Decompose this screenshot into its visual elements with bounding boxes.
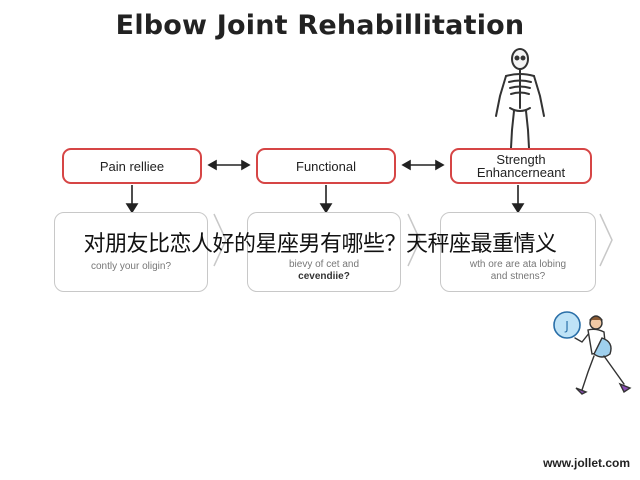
card-1: contly your oligin? [54,212,208,292]
strength-box: Strength Enhancerneant [450,148,592,184]
pain-relief-label: Pain relliee [99,158,165,174]
watermark: www.jollet.com [543,456,630,470]
card-1-line2: contly your oligin? [90,261,172,272]
ball-letter: J [564,319,569,333]
chevron-right-icon [407,213,421,267]
strength-label-line1: Strength [496,152,546,167]
skeleton-icon [495,48,545,149]
person-with-ball-icon: J [553,311,632,395]
chevron-right-icon [599,213,613,267]
overlay-caption: 对朋友比恋人好的星座男有哪些？天秤座最重情义 [83,232,557,257]
card-3-line1: wth ore are ata lobing [469,259,567,270]
chevron-right-icon [213,213,227,267]
functional-box: Functional [256,148,396,184]
card-2-line1: bievy of cet and [288,259,360,270]
card-2: bievy of cet and cevendiie? [247,212,401,292]
card-3-line2: and stnens? [490,271,546,282]
functional-label: Functional [296,158,356,174]
strength-label-line2: Enhancerneant [476,165,566,180]
page-title: Elbow Joint Rehabillitation [115,10,525,41]
card-2-line2: cevendiie? [298,271,350,282]
card-3: wth ore are ata lobing and stnens? [440,212,596,292]
pain-relief-box: Pain relliee [62,148,202,184]
